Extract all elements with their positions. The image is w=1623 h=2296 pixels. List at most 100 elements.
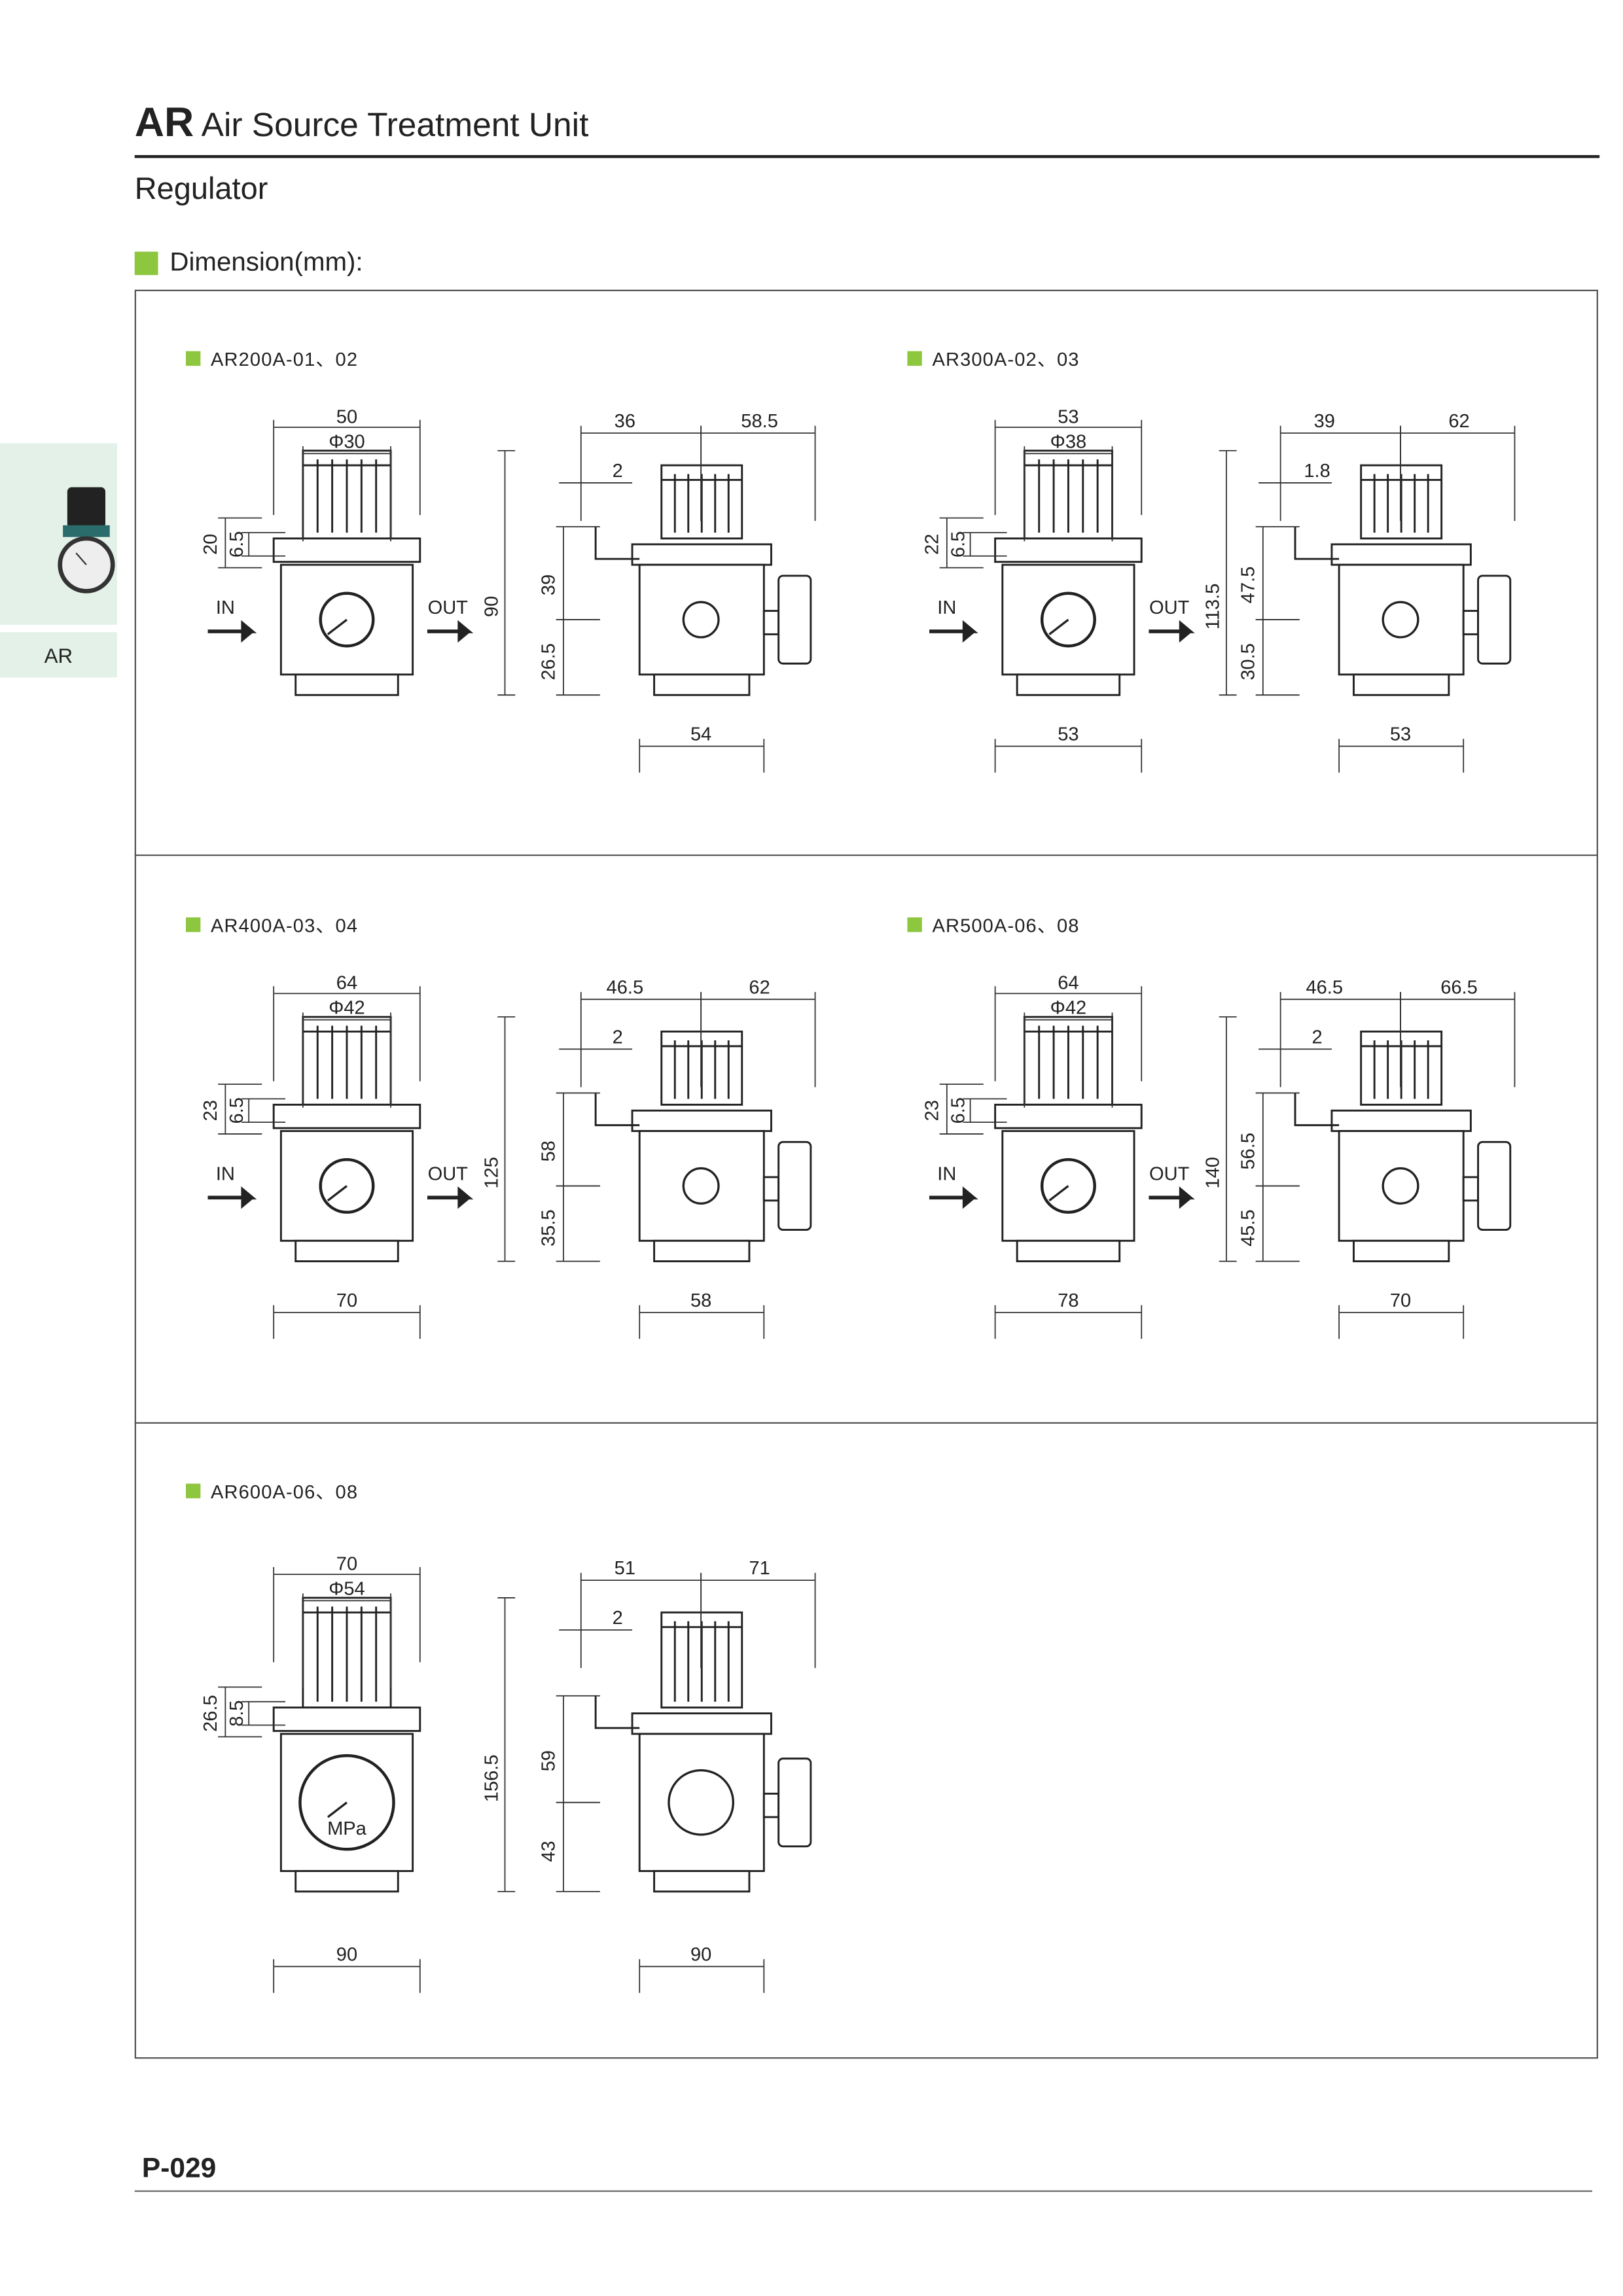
dimension-line: [273, 1959, 421, 1993]
dimension-line: [556, 1695, 600, 1803]
green-square-icon: [907, 916, 922, 932]
product-subtitle: Regulator: [134, 172, 268, 207]
dim-height: 113.5: [1203, 584, 1224, 630]
dim-height: 156.5: [481, 1754, 502, 1802]
out-arrow-icon: [1149, 1186, 1195, 1209]
dimension-line: [556, 619, 600, 696]
dim-lower-height: 30.5: [1238, 643, 1258, 680]
dim-side-width: 54: [690, 724, 711, 745]
adjusting-knob: [660, 1031, 743, 1106]
green-square-icon: [134, 251, 158, 275]
port-icon: [1382, 601, 1419, 639]
dim-knob-diameter: Φ30: [329, 431, 365, 452]
dimension-line: [639, 739, 765, 773]
dimension-line: [700, 1572, 816, 1669]
dim-knob-offset: 46.5: [1306, 977, 1343, 998]
dim-upper-height: 58: [539, 1140, 560, 1161]
out-port-label: OUT: [428, 1163, 469, 1184]
dimension-line: [302, 1593, 391, 1689]
body-bottom: [1353, 1239, 1450, 1263]
out-arrow-icon: [427, 1186, 474, 1209]
dim-bracket-height: 26.5: [200, 1695, 221, 1732]
dim-lower-height: 43: [539, 1841, 560, 1862]
bonnet: [1330, 543, 1472, 566]
port-icon: [668, 1769, 735, 1836]
dim-height: 90: [481, 596, 502, 617]
dim-gauge-extension: 62: [1448, 411, 1469, 432]
dim-bracket-thickness: 2: [613, 461, 623, 482]
dim-knob-diameter: Φ38: [1050, 431, 1087, 452]
dim-bracket-offset: 6.5: [948, 1097, 969, 1123]
dimension-line: [1400, 992, 1516, 1087]
dimension-line: [1255, 1185, 1300, 1262]
panel-nut-bracket: [594, 527, 640, 560]
dimension-line: [556, 1185, 600, 1262]
in-arrow-icon: [207, 1186, 257, 1209]
dimension-line: [939, 1084, 984, 1135]
dimension-line: [273, 1566, 421, 1663]
body-bottom: [294, 1239, 399, 1263]
panel-nut-bracket: [594, 1093, 640, 1127]
body-bottom: [1016, 673, 1121, 696]
dimension-line: [1338, 1305, 1465, 1339]
dim-width: 64: [336, 973, 357, 994]
dim-height: 140: [1203, 1157, 1224, 1189]
sidebar-tab-ar[interactable]: AR: [0, 632, 117, 678]
dimension-line: [1400, 425, 1516, 521]
model-name: AR400A-03、04: [211, 914, 359, 937]
dim-side-width: 70: [1390, 1290, 1411, 1311]
body-bottom: [653, 1870, 751, 1893]
dim-knob-offset: 46.5: [607, 977, 644, 998]
dim-width: 64: [1058, 973, 1079, 994]
dim-knob-offset: 36: [615, 411, 635, 432]
dim-gauge-extension: 66.5: [1440, 977, 1478, 998]
dimension-line: [241, 1098, 286, 1123]
dim-bracket-thickness: 1.8: [1304, 461, 1330, 482]
dim-bracket-height: 20: [200, 534, 221, 555]
mounting-bracket: [994, 1103, 1143, 1129]
dim-bracket-height: 23: [921, 1100, 942, 1121]
dimension-line: [497, 450, 516, 696]
dim-width: 50: [336, 407, 357, 428]
section-heading: Dimension(mm):: [134, 247, 363, 278]
dimension-line: [273, 419, 421, 516]
dimension-line: [273, 1305, 421, 1339]
adjusting-knob: [302, 1016, 392, 1106]
body-bottom: [294, 673, 399, 696]
dim-bracket-height: 22: [921, 534, 942, 555]
dim-width: 70: [336, 1554, 357, 1575]
out-port-label: OUT: [428, 597, 469, 618]
dim-bracket-offset: 6.5: [226, 531, 247, 557]
out-arrow-icon: [1149, 620, 1195, 643]
dimension-line: [994, 1305, 1143, 1339]
in-arrow-icon: [207, 620, 257, 643]
green-square-icon: [185, 350, 201, 365]
dim-upper-height: 47.5: [1238, 567, 1258, 604]
section-label: Dimension(mm):: [169, 247, 363, 277]
dimension-line: [1338, 739, 1465, 773]
port-icon: [1382, 1167, 1419, 1205]
model-label: AR500A-06、08: [907, 910, 1079, 938]
panel-nut-bracket: [1294, 1093, 1340, 1127]
pressure-gauge-icon: [319, 1157, 375, 1214]
dimension-line: [556, 1801, 600, 1892]
dim-side-width: 90: [690, 1945, 711, 1966]
adjusting-knob: [660, 1611, 743, 1709]
adjusting-knob: [660, 464, 743, 540]
dimension-line: [218, 517, 262, 569]
dimension-frame: [134, 289, 1598, 2059]
adjusting-knob: [302, 450, 392, 540]
footer-rule: [134, 2190, 1592, 2192]
side-gauge-icon: [777, 1757, 812, 1848]
dimension-line: [302, 1012, 391, 1108]
body-bottom: [653, 673, 751, 696]
dimension-line: [1024, 446, 1113, 542]
dim-gauge-extension: 71: [749, 1558, 770, 1579]
